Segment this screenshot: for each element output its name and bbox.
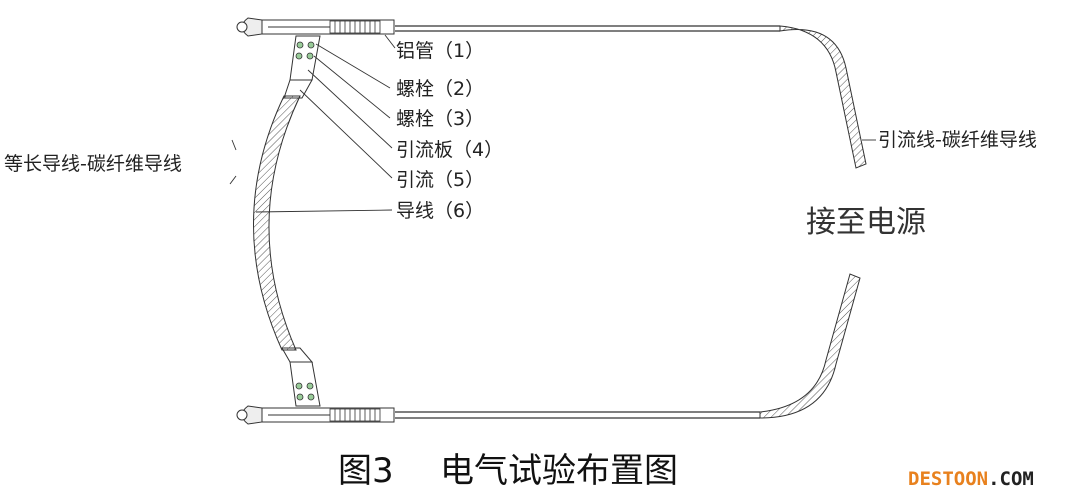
bottom-conductor — [395, 411, 760, 419]
leader-lines — [229, 34, 876, 213]
bottom-jumper-plate — [281, 347, 321, 407]
watermark: DESTOON.COM — [908, 468, 1034, 490]
label-lead-wire: 引流线-碳纤维导线 — [878, 129, 1037, 151]
top-right-lead-curve — [779, 25, 867, 169]
label-bolt-2: 螺栓（2） — [396, 78, 484, 100]
equal-length-conductor-arc — [253, 95, 301, 351]
label-conductor: 导线（6） — [396, 200, 484, 222]
bottom-aluminium-tube — [236, 405, 395, 425]
top-conductor — [395, 25, 780, 32]
label-bolt-3: 螺栓（3） — [396, 108, 484, 130]
bottom-right-lead-curve — [759, 273, 861, 419]
figure-number: 图3 — [338, 451, 394, 491]
label-to-power-source: 接至电源 — [806, 205, 926, 240]
label-aluminium-tube: 铝管（1） — [396, 40, 484, 62]
top-jumper-plate — [283, 35, 321, 99]
label-jumper: 引流（5） — [396, 169, 484, 191]
watermark-suffix: .COM — [988, 468, 1034, 490]
figure-title: 电气试验布置图 — [440, 451, 678, 491]
watermark-main: DESTOON — [908, 468, 988, 490]
label-equal-length-conductor: 等长导线-碳纤维导线 — [4, 153, 182, 175]
label-jumper-plate: 引流板（4） — [396, 139, 503, 161]
top-aluminium-tube — [236, 17, 395, 37]
